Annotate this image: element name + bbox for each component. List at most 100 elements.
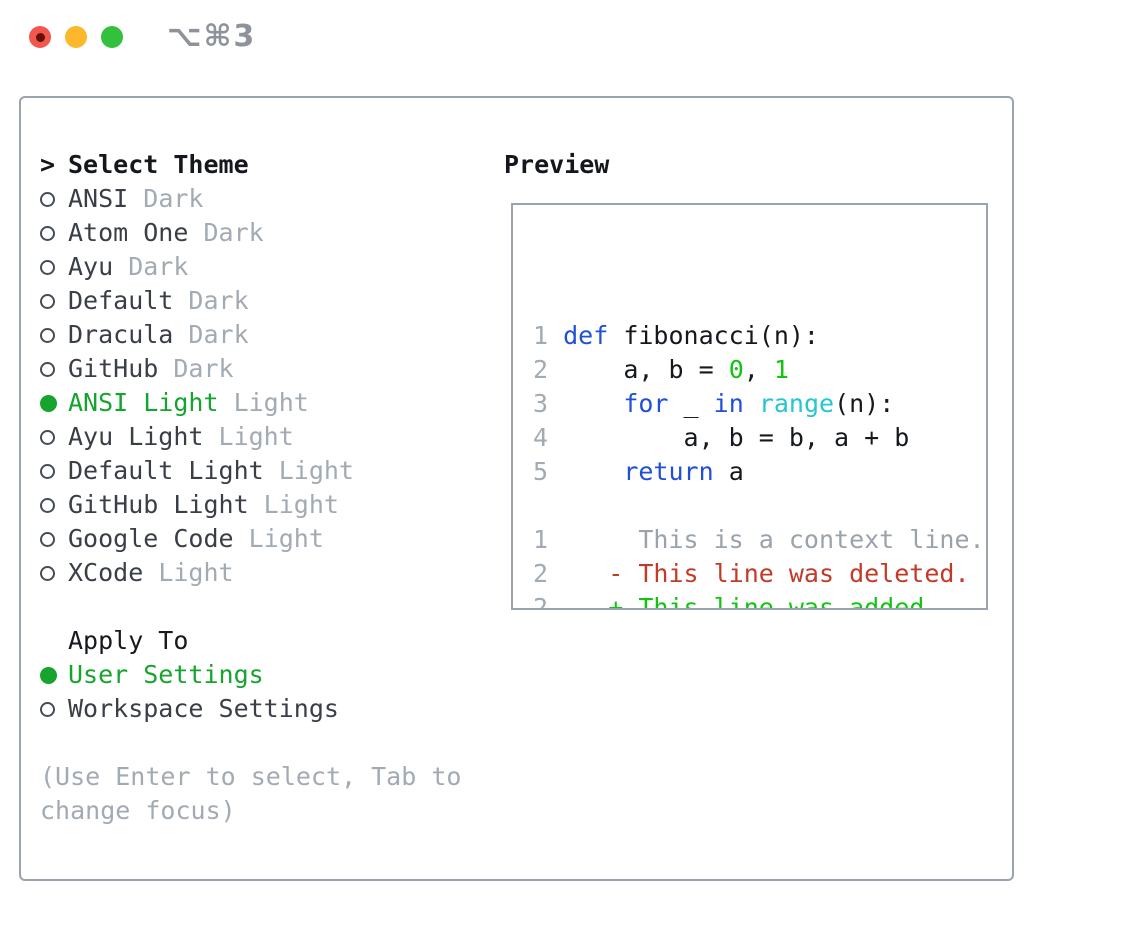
radio-icon: [40, 327, 55, 343]
theme-option-google-code[interactable]: Google Code Light: [40, 522, 490, 556]
line-number: 2: [533, 593, 564, 610]
code-token: [563, 389, 623, 418]
radio-icon: [40, 497, 55, 513]
theme-variant: Light: [248, 490, 339, 519]
code-token: + This line was added.: [563, 593, 940, 610]
preview-line: 2 a, b = 0, 1: [533, 353, 986, 387]
zoom-button[interactable]: [101, 26, 123, 48]
radio-icon: [40, 293, 55, 309]
window-title: ⌥⌘3: [167, 19, 257, 54]
theme-variant: Light: [203, 422, 294, 451]
code-token: def: [563, 321, 609, 350]
theme-name: Atom One: [68, 218, 189, 247]
code-token: This is a context line.: [563, 525, 985, 554]
theme-option-ayu-light[interactable]: Ayu Light Light: [40, 420, 490, 454]
preview-line: 2 - This line was deleted.: [533, 557, 986, 591]
line-number: 2: [533, 559, 564, 588]
preview-title: Preview: [504, 150, 610, 179]
minimize-button[interactable]: [65, 26, 87, 48]
preview-line: 5 return a: [533, 455, 986, 489]
theme-name: GitHub: [68, 354, 159, 383]
theme-name: ANSI: [68, 184, 129, 213]
code-token: fibonacci(n):: [608, 321, 819, 350]
code-token: a, b =: [563, 355, 729, 384]
theme-name: Ayu Light: [68, 422, 204, 451]
radio-icon: [40, 565, 55, 581]
apply-option-workspace-settings[interactable]: Workspace Settings: [40, 692, 490, 726]
apply-option-label: Workspace Settings: [68, 694, 339, 723]
radio-icon: [40, 191, 55, 207]
apply-to-title: Apply To: [68, 626, 189, 655]
theme-name: Default Light: [68, 456, 264, 485]
help-hint: (Use Enter to select, Tab to change focu…: [40, 762, 462, 825]
theme-variant: Dark: [158, 354, 234, 383]
theme-variant: Light: [233, 524, 324, 553]
line-number: 5: [533, 457, 564, 486]
apply-to-header: Apply To: [40, 624, 490, 658]
preview-line: 1 This is a context line.: [533, 523, 986, 557]
code-token: - This line was deleted.: [563, 559, 970, 588]
code-token: [744, 389, 759, 418]
preview-line: [533, 489, 986, 523]
code-token: a: [713, 457, 744, 486]
theme-variant: Light: [143, 558, 234, 587]
preview-line: 1 def fibonacci(n):: [533, 319, 986, 353]
code-token: 1: [773, 355, 789, 384]
line-number: 4: [533, 423, 564, 452]
theme-variant: Dark: [173, 286, 249, 315]
radio-icon: [40, 259, 55, 275]
radio-selected-icon: [40, 394, 57, 412]
theme-option-atom-one[interactable]: Atom One Dark: [40, 216, 490, 250]
theme-option-default-light[interactable]: Default Light Light: [40, 454, 490, 488]
theme-option-ansi-light[interactable]: ANSI Light Light: [40, 386, 490, 420]
theme-variant: Dark: [173, 320, 249, 349]
code-token: in: [713, 389, 744, 418]
theme-option-default[interactable]: Default Dark: [40, 284, 490, 318]
code-token: return: [623, 457, 714, 486]
code-token: 0: [728, 355, 744, 384]
theme-variant: Dark: [113, 252, 189, 281]
preview-line: 4 a, b = b, a + b: [533, 421, 986, 455]
radio-icon: [40, 225, 55, 241]
code-token: range: [758, 389, 835, 418]
line-number: [533, 491, 563, 520]
select-theme-header: > Select Theme: [40, 148, 490, 182]
apply-option-user-settings[interactable]: User Settings: [40, 658, 490, 692]
theme-option-ayu[interactable]: Ayu Dark: [40, 250, 490, 284]
theme-option-dracula[interactable]: Dracula Dark: [40, 318, 490, 352]
theme-name: ANSI Light: [68, 388, 219, 417]
theme-variant: Dark: [188, 218, 264, 247]
close-button[interactable]: [29, 26, 51, 48]
theme-variant: Light: [263, 456, 354, 485]
line-number: 1: [533, 525, 564, 554]
traffic-lights: [29, 26, 123, 48]
code-token: a, b = b, a + b: [563, 423, 910, 452]
code-token: for: [623, 389, 669, 418]
code-token: ,: [743, 355, 774, 384]
code-token: (n):: [834, 389, 895, 418]
apply-option-label: User Settings: [68, 660, 264, 689]
theme-option-github-light[interactable]: GitHub Light Light: [40, 488, 490, 522]
theme-option-xcode[interactable]: XCode Light: [40, 556, 490, 590]
theme-option-ansi[interactable]: ANSI Dark: [40, 182, 490, 216]
code-token: [563, 457, 623, 486]
theme-name: Ayu: [68, 252, 114, 281]
theme-option-github[interactable]: GitHub Dark: [40, 352, 490, 386]
radio-icon: [40, 463, 55, 479]
preview-line: 2 + This line was added.: [533, 591, 986, 610]
close-dot-icon: [35, 32, 45, 42]
cursor-caret-icon: >: [40, 150, 56, 179]
radio-selected-icon: [40, 666, 57, 684]
theme-name: Dracula: [68, 320, 174, 349]
line-number: 2: [533, 355, 564, 384]
theme-variant: Light: [218, 388, 309, 417]
theme-name: XCode: [68, 558, 144, 587]
radio-icon: [40, 429, 55, 445]
theme-name: Default: [68, 286, 174, 315]
